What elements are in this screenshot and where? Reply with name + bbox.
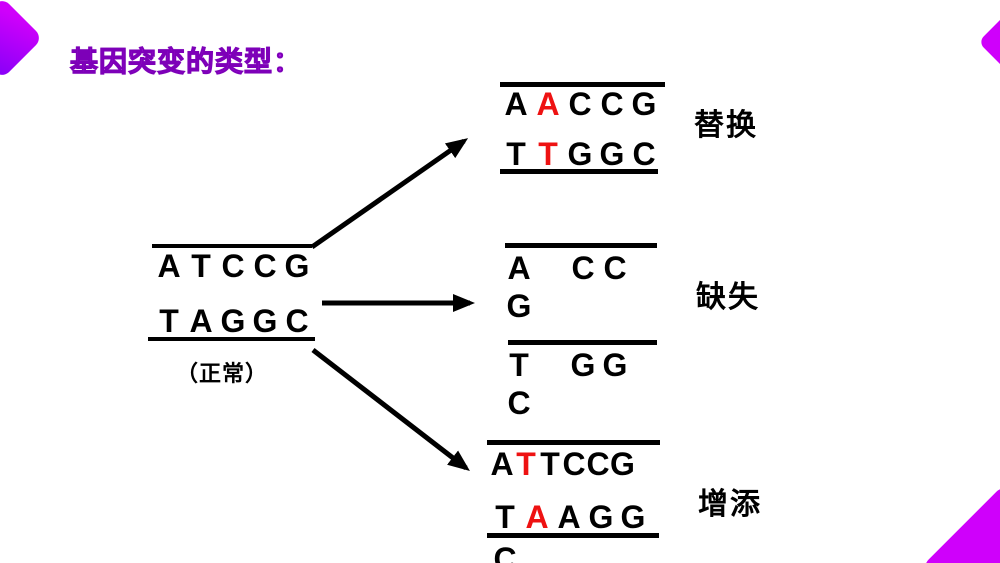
base-letter: C <box>632 136 656 172</box>
base-letter: G <box>588 499 614 535</box>
base-letter: G <box>220 303 246 339</box>
accent-corner-bottom-right <box>920 483 1000 563</box>
base-letter: G <box>631 86 657 122</box>
base-letter: C <box>568 86 592 122</box>
normal-strand1-overline <box>152 244 312 248</box>
base-letter: G <box>570 347 596 383</box>
arrow-to-addition <box>311 348 470 472</box>
base-letter: T <box>159 303 179 339</box>
deletion-strand2-overline <box>508 340 657 345</box>
base-letter: G <box>567 136 593 172</box>
addition-strand2-line2: C <box>489 543 521 563</box>
base-letter: C <box>493 541 517 563</box>
deletion-label: 缺失 <box>696 281 760 314</box>
base-letter: C <box>603 250 627 286</box>
arrow-to-substitution <box>310 138 469 250</box>
addition-strand2-underline <box>487 533 659 538</box>
base-letter: G <box>284 248 310 284</box>
base-letter: C <box>253 248 277 284</box>
base-letter: C <box>586 446 610 482</box>
base-letter: T <box>191 248 211 284</box>
base-letter: C <box>571 250 595 286</box>
base-letter: T <box>509 347 529 383</box>
base-letter: G <box>602 347 628 383</box>
base-letter: A <box>504 86 528 122</box>
base-letter: A <box>557 499 581 535</box>
base-letter: C <box>221 248 245 284</box>
base-letter: C <box>507 385 531 421</box>
deletion-strand2-line2: C <box>503 387 535 419</box>
accent-diamond-top-right <box>978 8 1000 76</box>
base-letter: A <box>507 250 531 286</box>
normal-strand2-underline <box>148 337 315 341</box>
base-letter: C <box>562 446 586 482</box>
addition-label: 增添 <box>698 488 762 521</box>
base-letter: C <box>285 303 309 339</box>
mutated-base: T <box>538 136 558 172</box>
substitution-strand2-underline <box>500 169 658 174</box>
deletion-strand1-overline <box>505 243 657 248</box>
accent-diamond-top-left <box>0 0 44 80</box>
mutated-base: T <box>516 446 536 482</box>
base-letter: G <box>506 288 532 324</box>
deleted-base-gap <box>535 252 567 284</box>
normal-caption: （正常） <box>176 361 269 386</box>
base-letter: G <box>610 446 635 482</box>
addition-strand1-overline <box>487 440 660 445</box>
base-letter: G <box>252 303 278 339</box>
base-letter: C <box>600 86 624 122</box>
mutated-base: A <box>536 86 560 122</box>
base-letter: T <box>495 499 515 535</box>
base-letter: T <box>540 446 560 482</box>
mutated-base: A <box>525 499 549 535</box>
base-letter: G <box>599 136 625 172</box>
slide-title: 基因突变的类型： <box>69 46 303 78</box>
deleted-base-gap <box>535 349 567 381</box>
base-letter: T <box>506 136 526 172</box>
substitution-label: 替换 <box>694 109 758 142</box>
base-letter: A <box>157 248 181 284</box>
base-letter: A <box>490 446 514 482</box>
deletion-strand1-line2: G <box>503 290 535 322</box>
substitution-strand1-overline <box>500 82 665 87</box>
base-letter: A <box>189 303 213 339</box>
base-letter: G <box>620 499 646 535</box>
